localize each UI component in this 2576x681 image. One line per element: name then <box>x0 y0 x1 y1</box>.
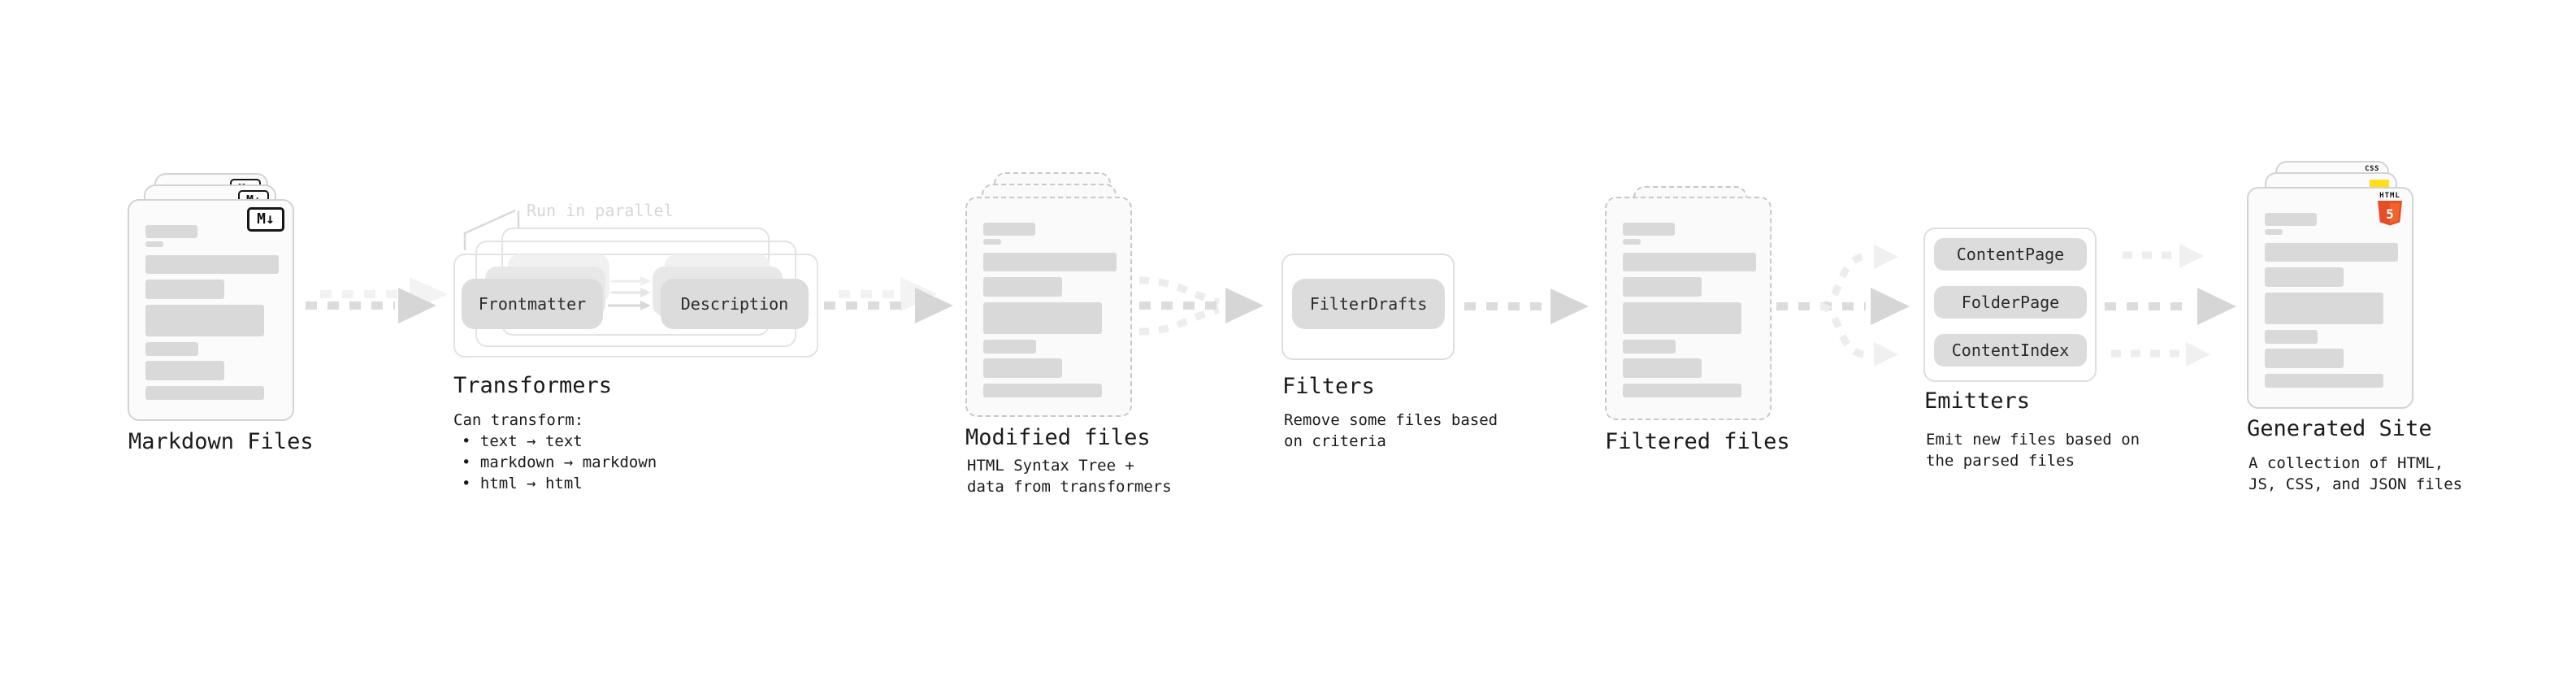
text-line-placeholder <box>2265 229 2283 235</box>
text-line-placeholder <box>1623 239 1641 245</box>
text-line-placeholder <box>2265 349 2344 368</box>
text-line-placeholder <box>1623 277 1702 297</box>
filtered-file-card-front <box>1605 197 1772 420</box>
description-pill-label: Description <box>680 294 789 314</box>
arrow-transformers-to-modified <box>824 277 953 323</box>
text-line-placeholder <box>1623 302 1741 334</box>
text-line-placeholder <box>983 277 1062 297</box>
text-line-placeholder <box>1623 253 1756 271</box>
text-line-placeholder <box>145 280 224 299</box>
transformers-description: Can transform: • text → text • markdown … <box>453 410 657 494</box>
run-in-parallel-callout-line <box>463 209 520 250</box>
emitters-label: Emitters <box>1924 388 2031 414</box>
filtered-files-label: Filtered files <box>1605 429 1790 454</box>
transformer-panel-front <box>453 254 818 358</box>
folderpage-pill: FolderPage <box>1934 286 2087 319</box>
filters-desc-line: on criteria <box>1284 432 1386 450</box>
transformers-bullet: • html → html <box>462 475 583 492</box>
html5-icon-word: HTML <box>2379 192 2400 200</box>
modified-file-card-front <box>965 197 1132 417</box>
frontmatter-pill-label: Frontmatter <box>478 294 587 314</box>
text-line-placeholder <box>983 253 1117 271</box>
arrow-filtered-to-emitters-split <box>1776 245 1910 367</box>
text-line-placeholder <box>1623 223 1675 236</box>
filters-desc-line: Remove some files based <box>1284 411 1498 429</box>
text-line-placeholder <box>145 305 264 336</box>
markdown-icon-label: M↓ <box>257 210 275 228</box>
arrow-filters-to-filtered <box>1464 288 1589 324</box>
text-line-placeholder <box>145 225 197 238</box>
emitters-desc-line: Emit new files based on <box>1926 431 2140 449</box>
filters-description: Remove some files based on criteria <box>1284 410 1498 452</box>
modified-files-label: Modified files <box>965 425 1151 450</box>
transformer-parallel-arrows <box>608 276 651 310</box>
frontmatter-pill: Frontmatter <box>462 279 603 329</box>
text-line-placeholder <box>983 223 1035 236</box>
text-line-placeholder <box>145 342 198 356</box>
text-line-placeholder <box>1623 358 1702 378</box>
generated-site-desc-line: JS, CSS, and JSON files <box>2249 475 2463 493</box>
text-line-placeholder <box>2265 267 2344 287</box>
text-line-placeholder <box>1623 384 1741 397</box>
transformers-label: Transformers <box>453 373 613 398</box>
emitters-description: Emit new files based on the parsed files <box>1926 429 2140 471</box>
modified-files-description: HTML Syntax Tree + data from transformer… <box>967 455 1172 497</box>
text-line-placeholder <box>983 239 1001 245</box>
text-line-placeholder <box>2265 374 2383 388</box>
filters-label: Filters <box>1282 374 1375 399</box>
html5-shield: 5 <box>2378 201 2402 226</box>
arrow-markdown-to-transformers <box>306 277 448 323</box>
transformers-bullet: • text → text <box>462 432 583 450</box>
arrow-modified-to-filters-converge <box>1138 276 1264 336</box>
markdown-files-label: Markdown Files <box>128 429 314 454</box>
text-line-placeholder <box>1623 340 1676 354</box>
text-line-placeholder <box>983 302 1102 334</box>
html5-icon-five: 5 <box>2386 206 2394 222</box>
run-in-parallel-label: Run in parallel <box>527 201 674 220</box>
arrow-emitters-to-site <box>2105 244 2236 367</box>
text-line-placeholder <box>983 384 1102 397</box>
text-line-placeholder <box>2265 330 2318 344</box>
filterdrafts-pill-label: FilterDrafts <box>1309 294 1428 314</box>
markdown-icon: M↓ <box>247 207 284 232</box>
html5-icon: HTML 5 <box>2376 193 2404 231</box>
css-icon-label: CSS <box>2365 165 2379 173</box>
folderpage-pill-label: FolderPage <box>1961 293 2060 312</box>
text-line-placeholder <box>145 361 224 380</box>
contentindex-pill-label: ContentIndex <box>1951 340 2070 360</box>
text-line-placeholder <box>145 386 264 400</box>
transformers-bullet: • markdown → markdown <box>462 453 657 471</box>
text-line-placeholder <box>983 358 1062 378</box>
html-file-card-front: HTML 5 <box>2247 187 2413 409</box>
modified-files-desc-line: HTML Syntax Tree + <box>967 457 1134 475</box>
emitters-desc-line: the parsed files <box>1926 452 2075 470</box>
modified-files-desc-line: data from transformers <box>967 478 1172 496</box>
contentpage-pill-label: ContentPage <box>1956 245 2065 264</box>
generated-site-label: Generated Site <box>2247 416 2432 441</box>
text-line-placeholder <box>2265 213 2317 226</box>
text-line-placeholder <box>983 340 1036 354</box>
contentindex-pill: ContentIndex <box>1934 334 2087 367</box>
text-line-placeholder <box>2265 293 2383 324</box>
text-line-placeholder <box>145 255 279 274</box>
transformers-desc-title: Can transform: <box>453 411 584 429</box>
contentpage-pill: ContentPage <box>1934 238 2087 271</box>
text-line-placeholder <box>145 241 163 247</box>
markdown-file-card-front: M↓ <box>128 199 294 421</box>
text-line-placeholder <box>2265 243 2398 262</box>
generated-site-desc-line: A collection of HTML, <box>2249 454 2444 472</box>
description-pill: Description <box>661 279 809 329</box>
filterdrafts-pill: FilterDrafts <box>1292 279 1445 329</box>
generated-site-description: A collection of HTML, JS, CSS, and JSON … <box>2249 453 2462 495</box>
